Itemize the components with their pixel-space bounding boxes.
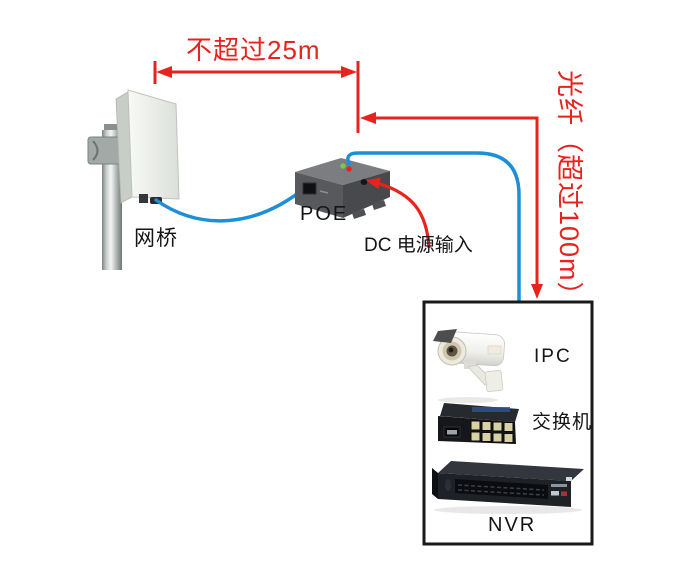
cable-bridge-to-poe — [154, 185, 308, 223]
distance-arrow — [153, 61, 360, 133]
dc-input-label: DC 电源输入 — [364, 235, 473, 256]
distance-label: 不超过25m — [186, 35, 321, 65]
switch-label: 交换机 — [532, 412, 593, 433]
bridge-label: 网桥 — [134, 227, 178, 250]
nvr-icon — [432, 461, 584, 514]
bridge-antenna — [115, 89, 180, 204]
fiber-arrow — [360, 112, 543, 299]
antenna-pole — [102, 124, 122, 270]
poe-led-green-icon — [340, 163, 346, 169]
fiber-label: 光纤（超过100m） — [554, 70, 584, 310]
nvr-label: NVR — [488, 514, 537, 536]
cable-poe-to-box — [346, 151, 521, 303]
poe-injector — [295, 158, 390, 219]
antenna-connector — [139, 194, 148, 203]
poe-dc-jack — [360, 179, 368, 185]
poe-led-red-icon — [346, 166, 352, 172]
dc-power-arrow — [366, 177, 431, 249]
poe-label: POE — [300, 203, 349, 225]
ipc-camera-icon — [433, 329, 505, 403]
switch-icon — [438, 403, 519, 444]
ipc-label: IPC — [534, 346, 572, 367]
poe-lan-port — [302, 182, 317, 195]
switch-rj45-ports — [470, 420, 514, 443]
